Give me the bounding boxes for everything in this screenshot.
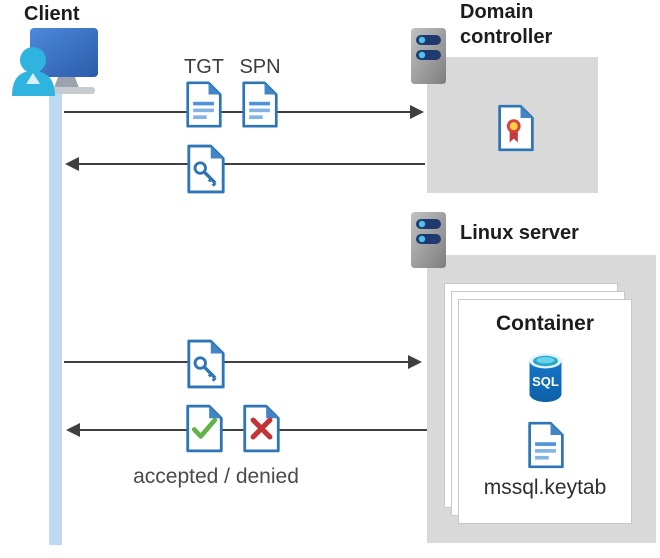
container-card: Container SQL mssql.keytab [458,299,632,524]
spn-label: SPN [239,56,281,78]
user-at-monitor-icon [12,28,98,96]
tgt-spn-request-arrow-line [64,111,412,113]
linux-server-label: Linux server [460,222,579,244]
ticket-response-arrow-line [79,163,425,165]
spn-document-icon [242,81,278,128]
domain-controller-server-icon [411,28,446,84]
ticket-response-arrow-head [65,157,79,171]
denied-cross-document-icon [243,404,280,453]
accepted-check-document-icon [186,404,223,453]
domain-controller-label: Domain controller [460,1,553,48]
auth-result-arrow-head [66,423,80,437]
service-ticket-arrow-head [408,355,422,369]
container-label: Container [495,312,594,335]
tgt-document-icon [186,81,222,128]
client-label: Client [24,3,80,25]
keytab-file-label: mssql.keytab [483,476,607,499]
keytab-document-icon [528,421,564,469]
sql-database-icon: SQL [529,353,562,402]
key-document-icon [187,144,225,194]
service-key-document-icon [187,339,225,389]
client-lifeline [49,88,62,545]
service-ticket-arrow-line [64,361,410,363]
result-label: accepted / denied [133,465,299,488]
sql-badge-text: SQL [532,374,559,389]
certificate-document-icon [498,104,534,152]
tgt-spn-request-arrow-head [410,105,424,119]
tgt-label: TGT [184,56,224,78]
linux-server-icon [411,212,446,268]
